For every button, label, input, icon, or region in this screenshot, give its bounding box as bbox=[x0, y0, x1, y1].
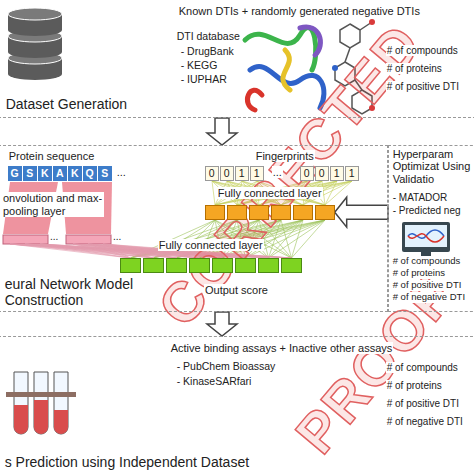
ellipsis: ... bbox=[272, 166, 283, 179]
connection-line bbox=[212, 181, 215, 205]
block-arrow bbox=[335, 197, 388, 227]
neuron-unit bbox=[271, 205, 291, 220]
fingerprint-bit: 1 bbox=[250, 166, 264, 181]
list-item: - KEGG bbox=[180, 59, 219, 71]
count-item: # of positive DTI bbox=[392, 280, 463, 291]
count-item: # of proteins bbox=[392, 268, 446, 279]
protein-ribbon bbox=[245, 27, 324, 110]
block-arrow bbox=[207, 312, 237, 336]
neuron-unit bbox=[205, 205, 225, 220]
list-item: - KinaseSARfari bbox=[176, 375, 253, 387]
fingerprint-bit: 0 bbox=[315, 166, 329, 181]
neuron-unit bbox=[293, 205, 313, 220]
section-panel: eural Network Model Construction Protein … bbox=[0, 145, 388, 312]
dense-layer: Fully connected layer bbox=[115, 238, 302, 273]
fingerprint-bit: 0 bbox=[300, 166, 314, 181]
panel-label: Protein sequence bbox=[8, 150, 96, 163]
count-item: # of proteins bbox=[386, 63, 443, 75]
sequence-residue: A bbox=[53, 166, 67, 181]
section-note: Active binding assays + Inactive other a… bbox=[170, 342, 394, 355]
dense-layer: Fully connected layer bbox=[200, 186, 335, 220]
neuron-unit bbox=[166, 258, 187, 273]
connection-line bbox=[325, 181, 352, 205]
count-item: # of compounds bbox=[386, 362, 459, 374]
count-item: # of compounds bbox=[392, 256, 462, 267]
fingerprint-bit: 0 bbox=[205, 166, 219, 181]
layer-label: Fully connected layer bbox=[158, 239, 264, 252]
list-item: - DrugBank bbox=[180, 45, 235, 57]
ellipsis: ... bbox=[116, 166, 127, 179]
sequence-residue: Q bbox=[83, 166, 97, 181]
neuron-unit bbox=[235, 258, 256, 273]
sequence-strip: Protein sequenceGSKAKQS... bbox=[6, 148, 128, 181]
neuron-unit bbox=[212, 258, 233, 273]
test-tubes bbox=[6, 372, 76, 434]
neuron-unit bbox=[249, 205, 269, 220]
fingerprint-bit: 1 bbox=[345, 166, 359, 181]
section-panel: s Prediction using Independent Dataset Ac… bbox=[0, 336, 474, 474]
fingerprint-bit: 1 bbox=[235, 166, 249, 181]
fingerprint-bit: 1 bbox=[330, 166, 344, 181]
section-panel: Hyperparam Optimizat Using Validatio - MA… bbox=[388, 145, 474, 312]
fingerprint-bit: 0 bbox=[220, 166, 234, 181]
conv-filters bbox=[3, 182, 112, 244]
count-item: # of negative DTI bbox=[392, 292, 466, 303]
neuron-unit bbox=[120, 258, 141, 273]
section-heading: eural Network Model Construction bbox=[4, 276, 156, 308]
neuron-unit bbox=[189, 258, 210, 273]
block-arrow bbox=[207, 118, 237, 145]
count-item: # of negative DTI bbox=[386, 416, 464, 428]
sequence-residue: K bbox=[68, 166, 82, 181]
ellipsis: ... bbox=[112, 231, 122, 243]
monitor-icon bbox=[402, 222, 450, 256]
layer-units bbox=[205, 205, 335, 220]
neuron-unit bbox=[281, 258, 302, 273]
section-heading: Dataset Generation bbox=[5, 96, 128, 112]
sequence-residue: S bbox=[23, 166, 37, 181]
list-item: - IUPHAR bbox=[180, 73, 228, 85]
list-heading: DTI database bbox=[176, 30, 241, 42]
layer-label: onvolution and max-pooling layer bbox=[2, 192, 104, 217]
count-item: # of positive DTI bbox=[386, 398, 460, 410]
sequence-residue: S bbox=[98, 166, 112, 181]
section-heading: s Prediction using Independent Dataset bbox=[4, 454, 250, 470]
output-label: Output score bbox=[204, 284, 269, 297]
layer-units bbox=[120, 258, 302, 273]
neuron-unit bbox=[315, 205, 335, 220]
database-icon bbox=[8, 8, 62, 80]
layer-label: Fully connected layer bbox=[217, 187, 323, 200]
neuron-unit bbox=[227, 205, 247, 220]
section-heading: Hyperparam Optimizat Using Validatio bbox=[392, 148, 474, 186]
ellipsis: ... bbox=[49, 231, 59, 243]
connection-line bbox=[292, 220, 326, 258]
sequence-residue: K bbox=[38, 166, 52, 181]
section-panel: Dataset Generation Known DTIs + randomly … bbox=[0, 0, 474, 118]
count-item: # of compounds bbox=[386, 45, 459, 57]
neuron-unit bbox=[143, 258, 164, 273]
list-item: - Predicted neg bbox=[392, 205, 462, 217]
list-item: - PubChem Bioassay bbox=[176, 360, 277, 372]
panel-label: Fingerprints bbox=[255, 150, 315, 163]
count-item: # of proteins bbox=[386, 380, 443, 392]
count-item: # of positive DTI bbox=[386, 81, 460, 93]
neuron-unit bbox=[258, 258, 279, 273]
list-item: - MATADOR bbox=[392, 192, 449, 204]
section-note: Known DTIs + randomly generated negative… bbox=[178, 5, 421, 18]
fingerprint-strip: Fingerprints0011...0011 bbox=[200, 148, 359, 181]
sequence-residue: G bbox=[8, 166, 22, 181]
